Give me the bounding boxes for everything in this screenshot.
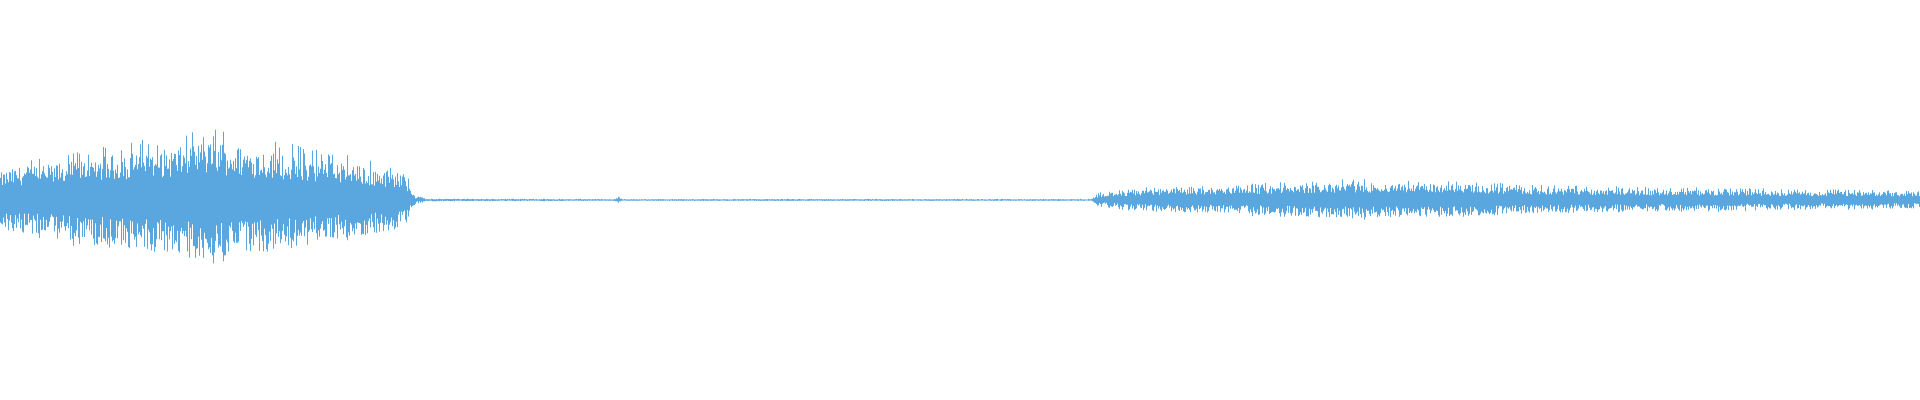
waveform-path: [0, 129, 1920, 264]
waveform-samples: [0, 129, 1920, 264]
